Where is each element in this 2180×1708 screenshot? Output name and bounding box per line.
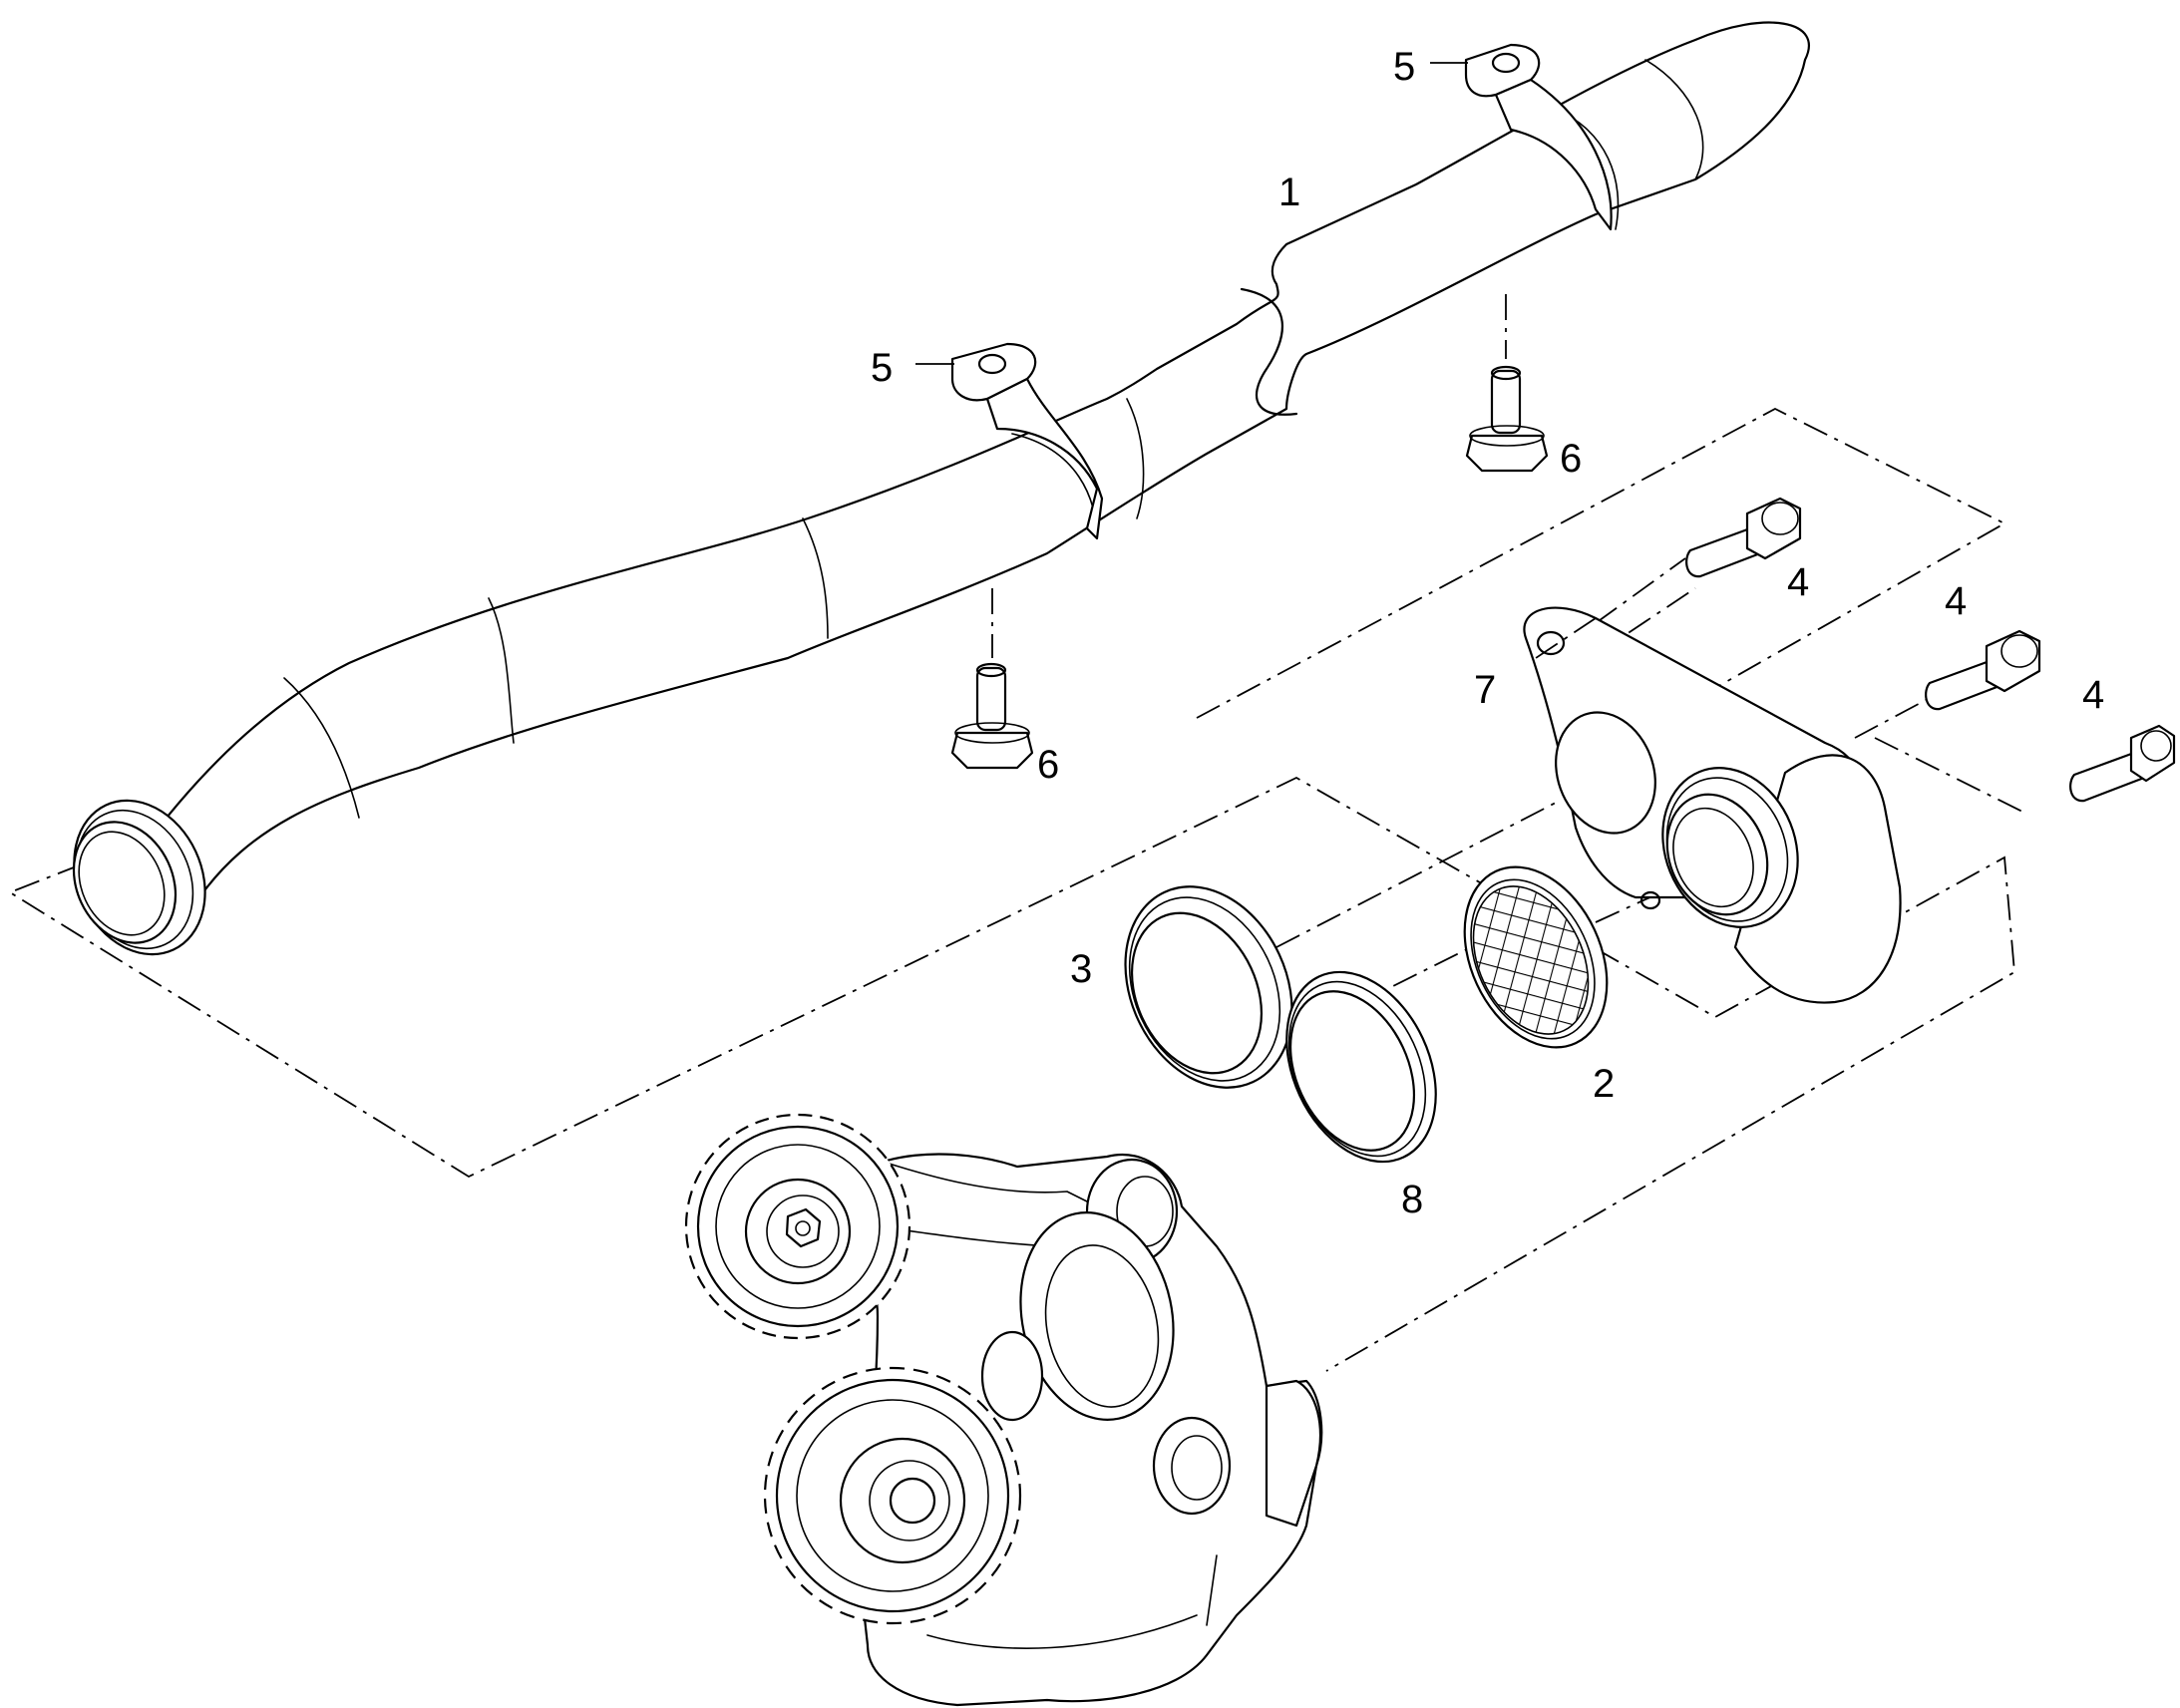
gear-lower-shaft [889, 1477, 936, 1525]
callout-6-upper: 6 [1560, 437, 1582, 481]
leader-7 [1535, 617, 1597, 659]
screw-6b-head [1465, 434, 1549, 473]
clamp-5a-hole [977, 353, 1007, 375]
bolt-4b-hex [2000, 634, 2038, 668]
callout-leaders [1535, 617, 1597, 659]
ring-part-8 [1285, 970, 1437, 1164]
screw-6b-flange [1469, 425, 1545, 447]
seal-3-inner [1130, 911, 1264, 1075]
callout-2: 2 [1593, 1062, 1615, 1106]
strainer-2-rim-inner [1470, 878, 1596, 1040]
bolt-4a-head [1745, 497, 1802, 560]
gear-upper-nut [785, 1207, 822, 1248]
screw-6a-shank [975, 666, 1007, 732]
pump-rib-bottom [926, 1614, 1198, 1649]
pump-gear-upper [684, 1113, 911, 1340]
gear-upper-nut-bore [795, 1220, 811, 1236]
housing-mount-hole-bottom [1639, 890, 1661, 910]
strainer-2-mesh [1472, 885, 1590, 1035]
callout-7: 7 [1474, 668, 1496, 712]
pump-arm-upper [867, 1156, 1098, 1207]
bolt-4c-hex [2140, 730, 2172, 762]
gear-upper-rim [715, 1144, 881, 1309]
callout-5-upper: 5 [1393, 45, 1415, 89]
callout-4-second: 4 [1945, 579, 1967, 623]
pump-gear-lower [763, 1366, 1022, 1625]
bolt-part-4c [2069, 724, 2176, 803]
housing-part-7 [1523, 606, 1902, 1004]
seal-part-3 [1124, 885, 1293, 1089]
pipe-band-2 [488, 597, 515, 744]
pipe-break-mark [1240, 287, 1298, 416]
pump-nozzle [1265, 1379, 1321, 1528]
strainer-part-2 [1463, 865, 1609, 1049]
bolt-axis-line-3 [1874, 737, 2025, 814]
screw-6a-tip [975, 662, 1007, 678]
callout-6-lower: 6 [1037, 743, 1059, 787]
callouts: 1 2 3 4 4 4 5 5 6 6 7 8 [871, 45, 2104, 1221]
screw-6a-head [950, 731, 1034, 770]
bolt-4a-shank [1685, 526, 1762, 578]
screw-6b-shank [1490, 369, 1522, 435]
screw-6a-flange [954, 722, 1030, 744]
pump-bore-large-inner [1044, 1244, 1160, 1408]
callout-1: 1 [1278, 171, 1300, 214]
pipe-inlet-bore [78, 831, 166, 936]
assembly-lines [7, 294, 2025, 1372]
clamp-5b-hole [1491, 52, 1521, 74]
bolt-part-4b [1925, 629, 2041, 711]
assembly-line-upper [1196, 407, 2006, 719]
seal-axis-line [1275, 802, 1557, 948]
screw-part-6a [950, 662, 1034, 770]
gear-lower-rim [796, 1399, 989, 1592]
bolt-4b-shank [1925, 659, 2001, 711]
bolt-4c-head [2129, 724, 2176, 783]
clamp-5a-band [985, 377, 1104, 540]
pipe-band-3 [802, 517, 829, 639]
pipe-body [138, 21, 1810, 899]
ring-8-inner [1288, 990, 1416, 1152]
screw-part-6b [1465, 365, 1549, 473]
gear-upper-hub-face [766, 1195, 840, 1268]
bolt-axis-line-2 [1854, 697, 1931, 739]
pipe-band-7 [1644, 59, 1704, 180]
pipe-band-5 [1126, 398, 1145, 519]
pipe-part-1 [72, 21, 1810, 956]
housing-spigot-bore [1665, 793, 1769, 916]
callout-4-third: 4 [2082, 673, 2104, 717]
pump-rib-side [1206, 1554, 1218, 1626]
housing-spigot-inner [1672, 807, 1754, 908]
pipe-band-1 [283, 677, 360, 819]
gear-lower-hub-face [869, 1460, 950, 1541]
callout-5-lower: 5 [871, 346, 893, 390]
pump-boss-mid [980, 1330, 1044, 1422]
ring-axis-line [1310, 941, 1482, 1028]
clamp-part-5a [915, 342, 1104, 540]
screw-6b-tip [1490, 365, 1522, 381]
bolt-4b-head [1985, 629, 2041, 693]
bolt-4c-shank [2069, 751, 2146, 803]
bolt-part-4a [1685, 497, 1802, 578]
housing-port-left [1555, 711, 1656, 835]
bolt-axis-line-1 [1595, 557, 1686, 624]
callout-3: 3 [1070, 947, 1092, 991]
clamp-part-5b [1430, 43, 1613, 231]
bolt-4a-hex [1761, 502, 1799, 535]
clamp-5b-band [1494, 78, 1613, 231]
assembly-box-line [7, 776, 2015, 1372]
callout-4-first: 4 [1787, 560, 1809, 604]
pump-port-lower-inner [1171, 1435, 1223, 1501]
housing-mount-hole-top [1536, 630, 1566, 656]
callout-8: 8 [1401, 1178, 1423, 1221]
